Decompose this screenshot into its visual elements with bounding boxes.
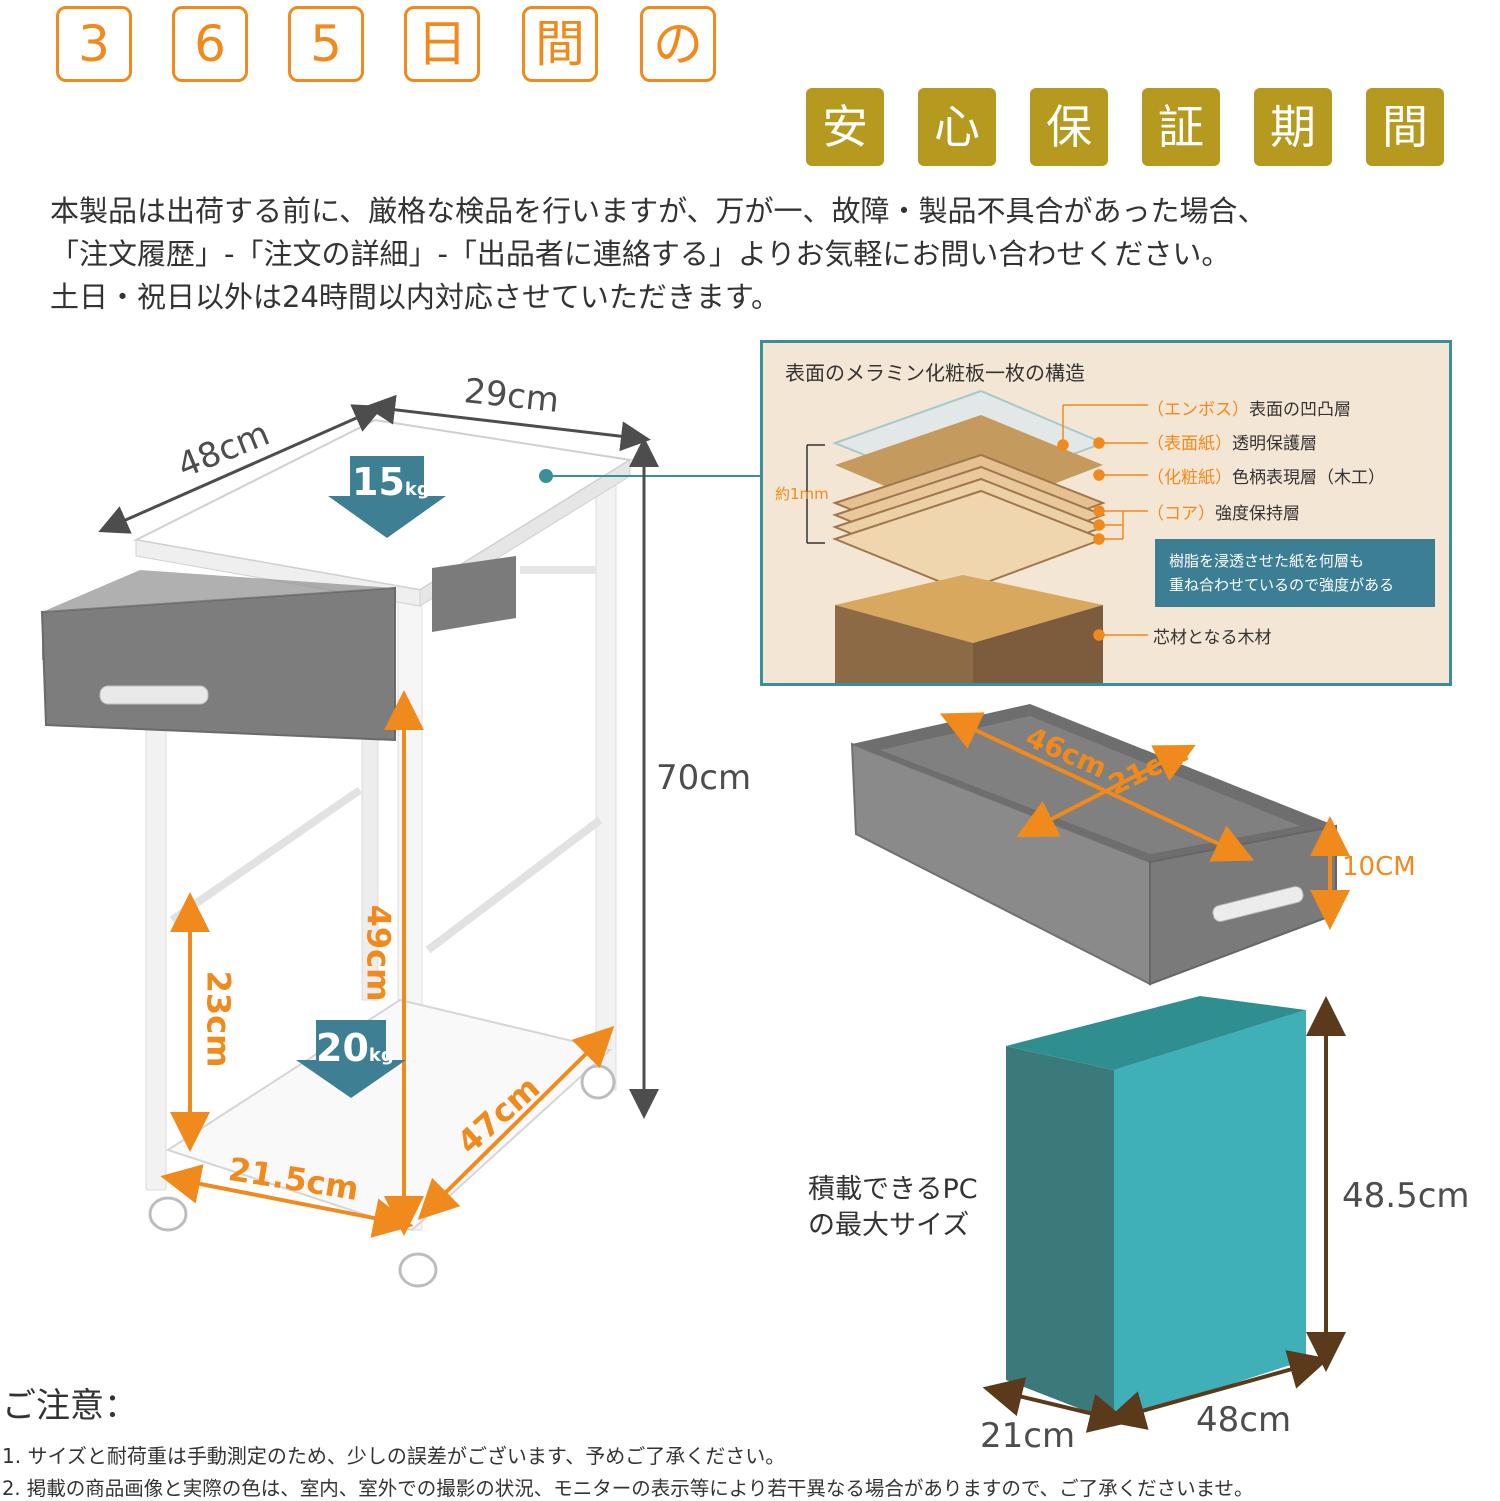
- wood-side: [835, 605, 973, 683]
- layer-panel-title: 表面のメラミン化粧板一枚の構造: [785, 361, 1085, 385]
- depth-arrow: [98, 404, 384, 534]
- title-box-5: 間: [522, 6, 598, 82]
- pc-box-top: [1006, 996, 1306, 1070]
- intro-line-2: 「注文履歴」-「注文の詳細」-「出品者に連絡する」よりお気軽にお問い合わせくださ…: [50, 237, 1231, 271]
- wood-top: [835, 575, 1103, 643]
- pc-size-label-line-1: 積載できるPC: [808, 1174, 978, 1205]
- caution-item-1: 1. サイズと耐荷重は手動測定のため、少しの誤差がございます、予めご了承ください…: [2, 1444, 786, 1468]
- pc-box-front: [1114, 1010, 1306, 1422]
- layer-item-3-tag: （化粧紙）: [1147, 468, 1232, 488]
- leg-front-left: [145, 719, 167, 1191]
- layer-item-1-tag: （エンボス）: [1147, 400, 1249, 420]
- cross-bar-left: [169, 786, 363, 924]
- intro-line-3: 土日・祝日以外は24時間以内対応させていただきます。: [50, 280, 781, 314]
- badge-4: 証: [1142, 88, 1220, 166]
- caution-title: ご注意：: [2, 1386, 138, 1426]
- top-load-label: 15kg: [352, 460, 430, 504]
- bottom-load-arrow: [296, 1020, 406, 1098]
- strength-note-line-1: 樹脂を浸透させた紙を何層も: [1169, 552, 1365, 570]
- drawer-front: [40, 586, 396, 742]
- layer-item-4: （コア）強度保持層: [1147, 499, 1300, 524]
- pc-size-label: 積載できるPC の最大サイズ: [808, 1172, 978, 1244]
- layer-diagram: [806, 389, 1148, 683]
- bottom-load-unit: kg: [368, 1045, 394, 1066]
- height-label: 70cm: [656, 758, 752, 798]
- badge-3: 保: [1030, 88, 1108, 166]
- leg-back-right: [595, 469, 617, 1091]
- title-box-2: 6: [172, 6, 248, 82]
- drawer-back: [432, 556, 516, 632]
- shelf-depth-arrow: [417, 1025, 615, 1221]
- pc-width-arrow: [982, 1377, 1130, 1433]
- badge-6: 間: [1366, 88, 1444, 166]
- pc-size-label-line-2: の最大サイズ: [808, 1210, 970, 1241]
- intro-text: 本製品は出荷する前に、厳格な検品を行いますが、万が一、故障・製品不具合があった場…: [50, 190, 1470, 319]
- layer-panel: 表面のメラミン化粧板一枚の構造 約1mm （エンボス）表面の凹凸層 （表面紙）透…: [760, 340, 1452, 686]
- strength-note: 樹脂を浸透させた紙を何層も 重ね合わせているので強度がある: [1155, 539, 1435, 607]
- pc-box-side: [1006, 1046, 1114, 1422]
- caster-1: [148, 1196, 188, 1232]
- drawer2-handle: [1212, 886, 1304, 922]
- shelf-width-arrow: [160, 1164, 414, 1238]
- title-box-3: 5: [288, 6, 364, 82]
- badge-2: 心: [918, 88, 996, 166]
- layer-item-3: （化粧紙）色柄表現層（木工）: [1147, 463, 1385, 488]
- layer-item-1: （エンボス）表面の凹凸層: [1147, 395, 1351, 420]
- caster-2: [398, 1252, 438, 1288]
- layer-item-4-tag: （コア）: [1147, 504, 1215, 524]
- bottom-load-value: 20: [316, 1026, 369, 1070]
- caster-3: [580, 1064, 616, 1100]
- top-load-arrow: [328, 456, 446, 538]
- top-load-unit: kg: [404, 479, 430, 500]
- layer-item-2-tag: （表面紙）: [1147, 434, 1232, 454]
- layer-item-4-desc: 強度保持層: [1215, 504, 1300, 524]
- pc-depth-label: 48cm: [1196, 1400, 1292, 1440]
- layer-item-3-desc: 色柄表現層（木工）: [1232, 468, 1385, 488]
- title-box-4: 日: [404, 6, 480, 82]
- drawer-width-arrow: [1016, 744, 1196, 838]
- pc-depth-arrow: [1104, 1350, 1330, 1430]
- top-load-value: 15: [352, 460, 405, 504]
- drawer-height-label: 10CM: [1342, 852, 1416, 882]
- intro-line-1: 本製品は出荷する前に、厳格な検品を行いますが、万が一、故障・製品不具合があった場…: [50, 194, 1267, 228]
- layer-item-1-desc: 表面の凹凸層: [1249, 400, 1351, 420]
- title-box-1: 3: [56, 6, 132, 82]
- thickness-label: 約1mm: [775, 485, 829, 503]
- drawer-handle: [99, 685, 209, 705]
- pc-height-label: 48.5cm: [1342, 1176, 1470, 1216]
- layer-item-2-desc: 透明保護層: [1232, 434, 1317, 454]
- shelf-gap-label: 23cm: [199, 970, 238, 1068]
- title-box-6: の: [640, 6, 716, 82]
- core-label: 芯材となる木材: [1153, 628, 1272, 648]
- width-arrow: [365, 394, 651, 452]
- badge-1: 安: [806, 88, 884, 166]
- inner-height-label: 49cm: [359, 904, 398, 1002]
- bottom-load-label: 20kg: [316, 1026, 394, 1070]
- caution-item-2: 2. 掲載の商品画像と実際の色は、室内、室外での撮影の状況、モニターの表示等によ…: [2, 1477, 1254, 1500]
- badge-5: 期: [1254, 88, 1332, 166]
- cross-bar-right: [425, 816, 603, 954]
- layer-item-2: （表面紙）透明保護層: [1147, 429, 1317, 454]
- pc-width-label: 21cm: [980, 1416, 1076, 1456]
- strength-note-line-2: 重ね合わせているので強度がある: [1169, 576, 1395, 594]
